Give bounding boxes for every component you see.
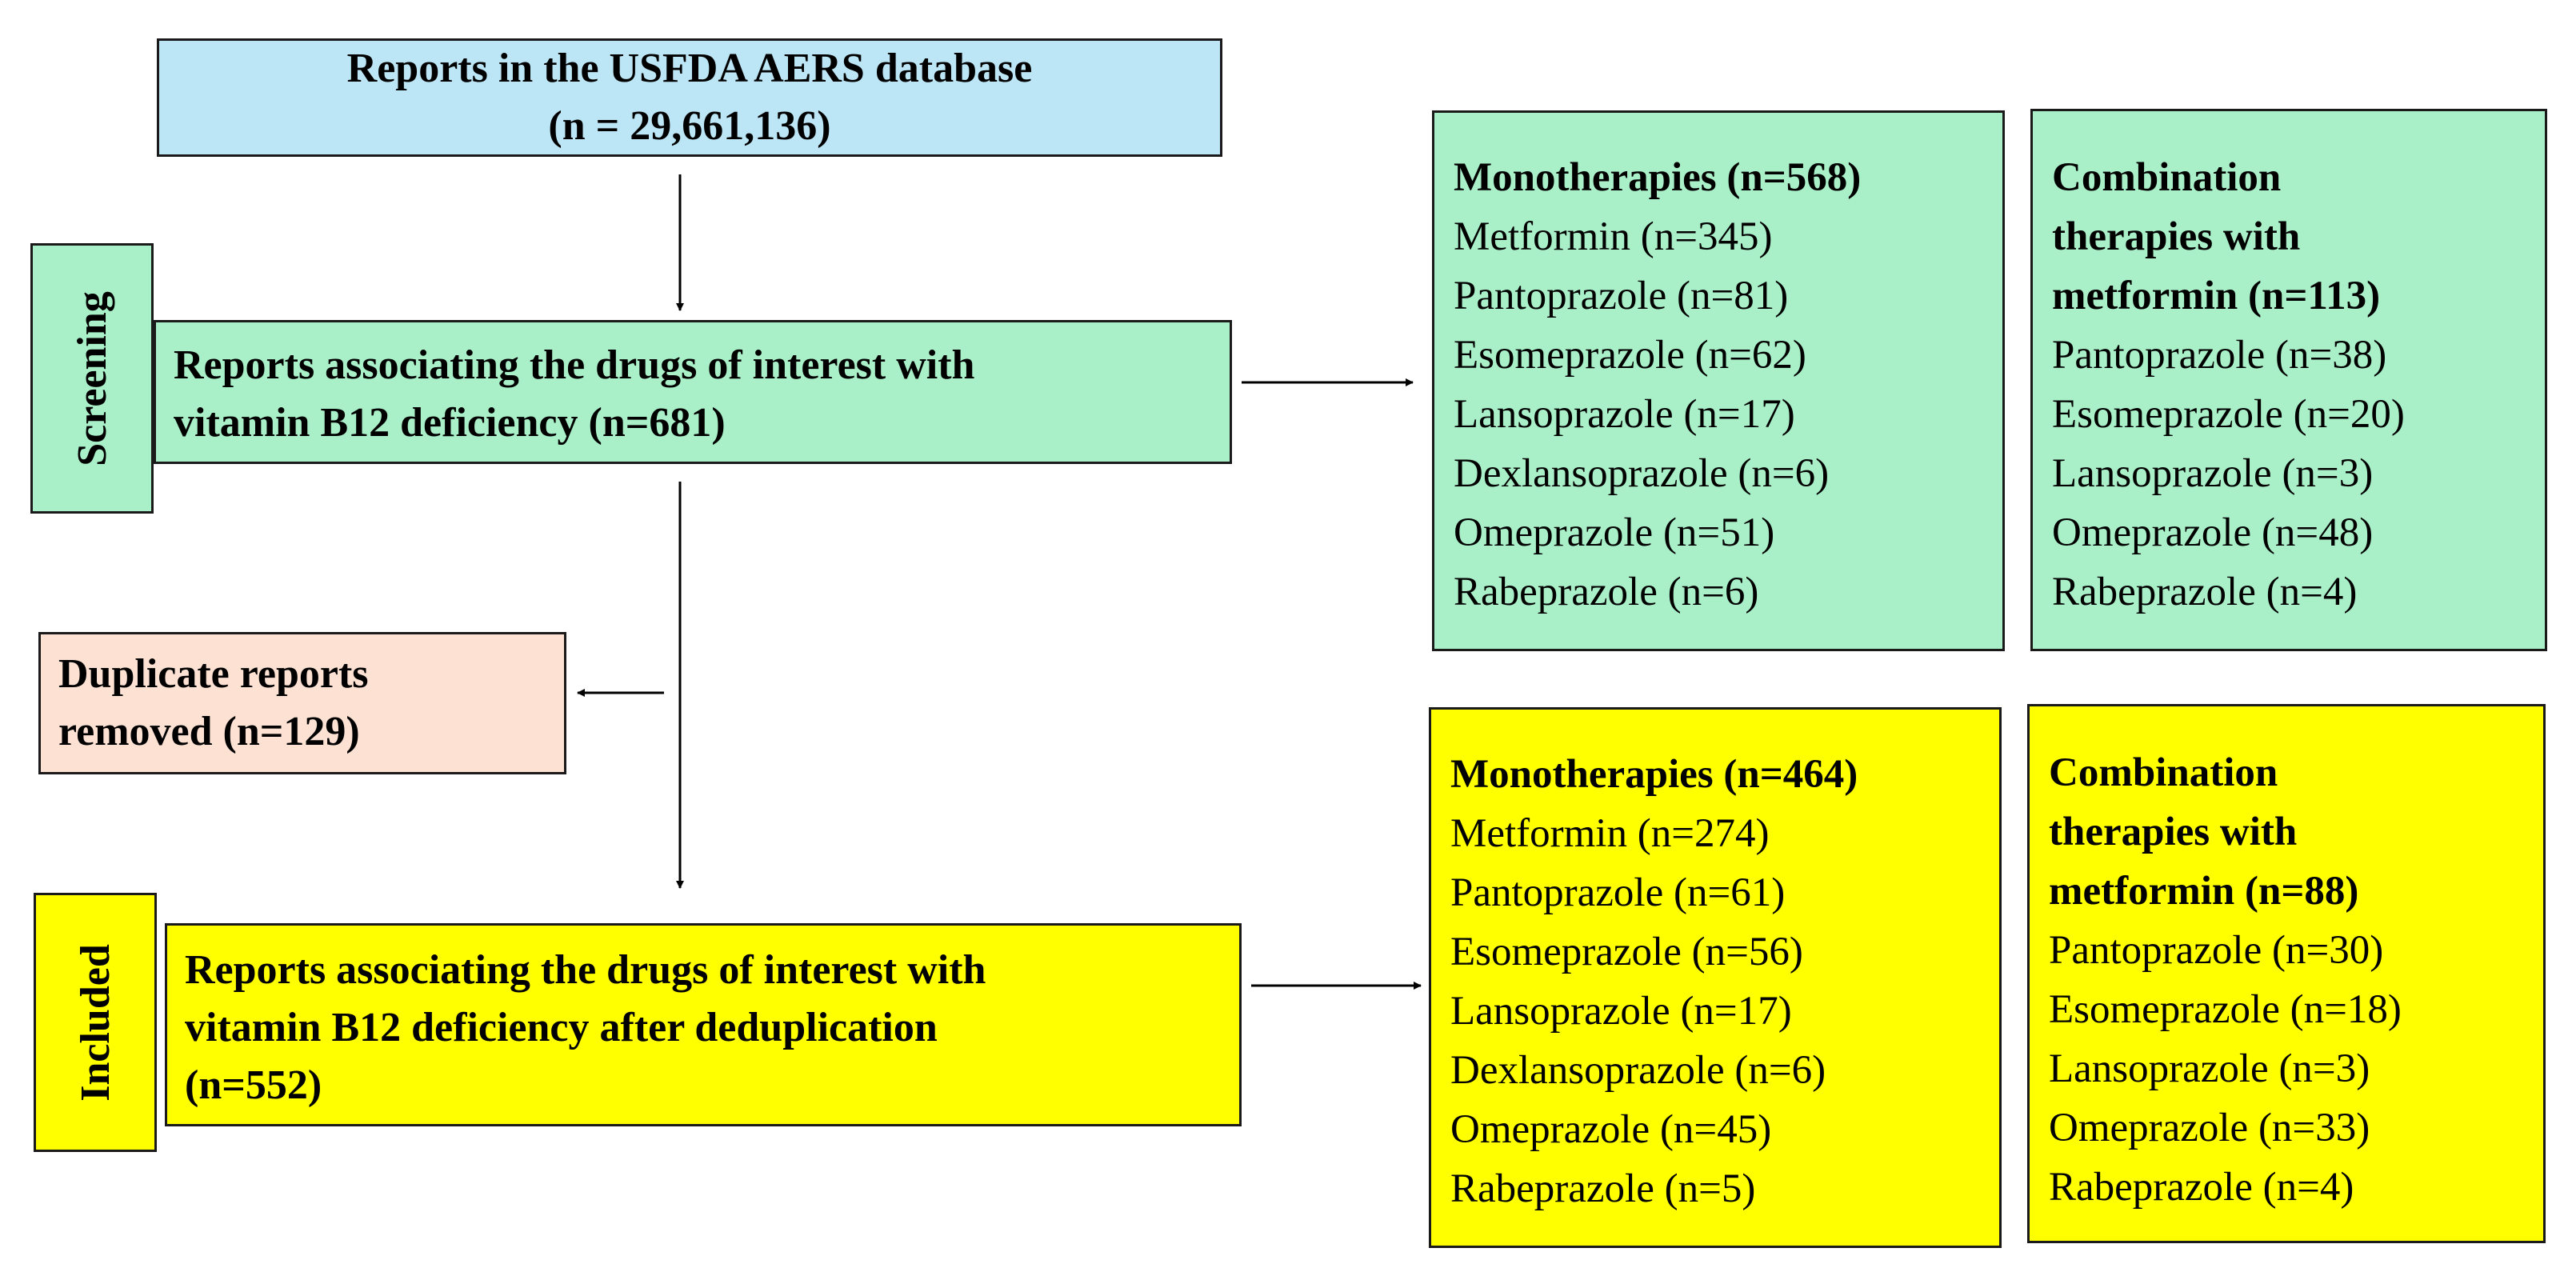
list-item: Omeprazole (n=33) <box>2049 1106 2370 1150</box>
included-combo-heading-2: therapies with <box>2049 810 2298 854</box>
list-item: Pantoprazole (n=30) <box>2049 928 2384 973</box>
included-reports-box: Reports associating the drugs of interes… <box>165 923 1242 1126</box>
duplicates-line1: Duplicate reports <box>58 651 369 697</box>
list-item: Pantoprazole (n=38) <box>2052 333 2387 378</box>
list-item: Rabeprazole (n=6) <box>1454 570 1759 614</box>
screening-box-line1: Reports associating the drugs of interes… <box>174 342 975 388</box>
screening-combo-heading-2: therapies with <box>2052 214 2301 259</box>
included-combo-heading-3: metformin (n=88) <box>2049 869 2359 914</box>
screening-monotherapies-box: Monotherapies (n=568) Metformin (n=345) … <box>1432 110 2005 651</box>
duplicates-line2: removed (n=129) <box>58 709 360 754</box>
list-item: Rabeprazole (n=4) <box>2049 1165 2354 1210</box>
screening-box-line2: vitamin B12 deficiency (n=681) <box>174 400 726 446</box>
list-item: Rabeprazole (n=4) <box>2052 570 2358 614</box>
list-item: Omeprazole (n=48) <box>2052 510 2374 555</box>
list-item: Rabeprazole (n=5) <box>1450 1166 1756 1211</box>
source-count: (n = 29,661,136) <box>548 103 831 149</box>
list-item: Esomeprazole (n=20) <box>2052 392 2405 437</box>
included-box-line2: vitamin B12 deficiency after deduplicati… <box>185 1005 938 1050</box>
included-mono-heading: Monotherapies (n=464) <box>1450 752 1858 797</box>
screening-reports-box: Reports associating the drugs of interes… <box>154 320 1232 464</box>
list-item: Lansoprazole (n=3) <box>2052 451 2374 496</box>
list-item: Pantoprazole (n=61) <box>1450 870 1786 915</box>
screening-mono-heading: Monotherapies (n=568) <box>1454 155 1862 200</box>
list-item: Esomeprazole (n=56) <box>1450 930 1803 974</box>
screening-combo-heading-3: metformin (n=113) <box>2052 274 2381 318</box>
included-combination-box: Combination therapies with metformin (n=… <box>2027 704 2546 1243</box>
screening-stage-label: Screening <box>30 243 154 514</box>
list-item: Metformin (n=345) <box>1454 214 1773 259</box>
included-box-line1: Reports associating the drugs of interes… <box>185 947 986 993</box>
list-item: Esomeprazole (n=62) <box>1454 333 1806 378</box>
duplicates-removed-box: Duplicate reports removed (n=129) <box>38 632 566 774</box>
included-stage-label: Included <box>34 893 157 1152</box>
list-item: Esomeprazole (n=18) <box>2049 987 2402 1032</box>
list-item: Lansoprazole (n=3) <box>2049 1046 2370 1091</box>
list-item: Pantoprazole (n=81) <box>1454 274 1789 318</box>
screening-combination-box: Combination therapies with metformin (n=… <box>2030 109 2547 651</box>
source-title: Reports in the USFDA AERS database <box>346 46 1033 91</box>
source-database-box: Reports in the USFDA AERS database (n = … <box>157 38 1222 157</box>
included-monotherapies-box: Monotherapies (n=464) Metformin (n=274) … <box>1429 707 2002 1248</box>
list-item: Dexlansoprazole (n=6) <box>1454 451 1830 496</box>
screening-combo-heading-1: Combination <box>2052 155 2282 200</box>
list-item: Omeprazole (n=45) <box>1450 1107 1772 1152</box>
list-item: Omeprazole (n=51) <box>1454 510 1775 555</box>
list-item: Dexlansoprazole (n=6) <box>1450 1048 1826 1093</box>
included-combo-heading-1: Combination <box>2049 750 2278 795</box>
list-item: Lansoprazole (n=17) <box>1454 392 1795 437</box>
list-item: Lansoprazole (n=17) <box>1450 989 1792 1034</box>
list-item: Metformin (n=274) <box>1450 811 1770 856</box>
included-label-text: Included <box>72 943 118 1102</box>
screening-label-text: Screening <box>69 290 115 466</box>
included-box-line3: (n=552) <box>185 1062 322 1108</box>
